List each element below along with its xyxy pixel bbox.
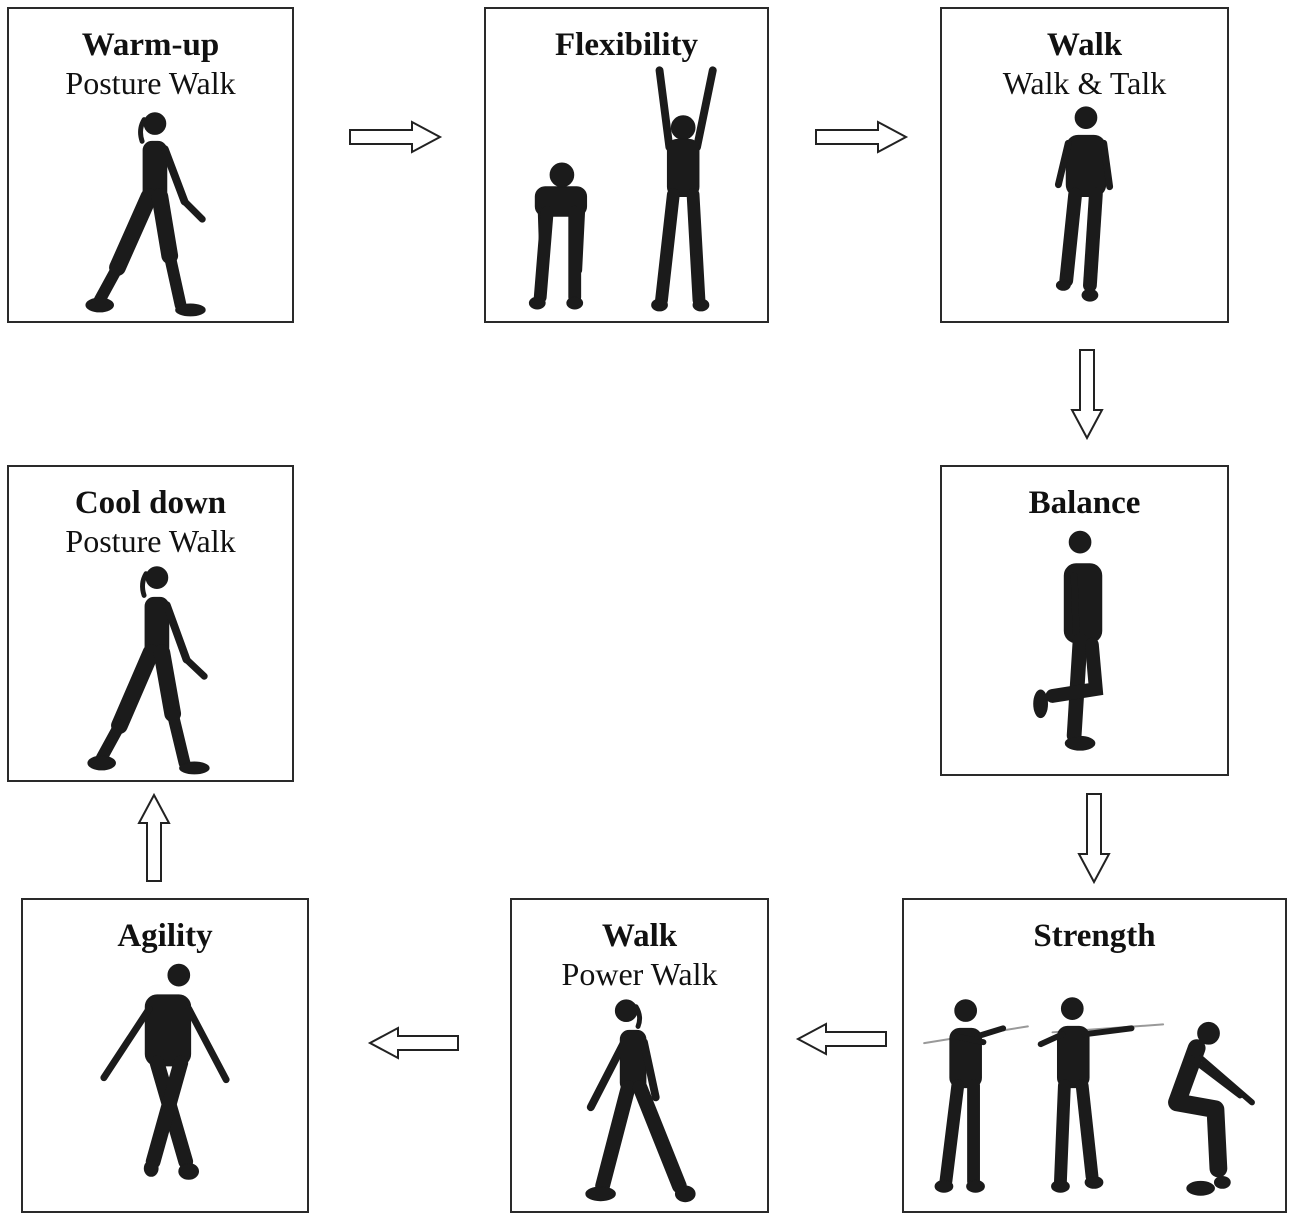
stretching-figures-illustration: [528, 66, 717, 312]
step-card-strength: Strength: [902, 898, 1287, 1213]
walking-figure-illustration: [85, 112, 206, 317]
step-title: Cool down: [74, 485, 227, 521]
step-card-walk-talk: Walk Walk & Talk: [940, 7, 1229, 323]
arrow-up-icon: [137, 792, 171, 882]
step-title: Flexibility: [555, 27, 698, 63]
agility-figure-illustration: [100, 963, 230, 1180]
step-title: Balance: [1028, 485, 1141, 521]
step-card-warmup: Warm-up Posture Walk: [7, 7, 294, 323]
step-card-power-walk: Walk Power Walk: [510, 898, 769, 1213]
power-walk-figure-illustration: [585, 999, 696, 1203]
step-title: Walk: [1046, 27, 1123, 63]
step-card-cooldown: Cool down Posture Walk: [7, 465, 294, 782]
step-card-balance: Balance: [940, 465, 1229, 776]
step-title: Agility: [117, 918, 213, 954]
step-subtitle: Power Walk: [561, 956, 718, 992]
step-subtitle: Walk & Talk: [1002, 65, 1167, 101]
step-title: Strength: [1033, 918, 1156, 954]
arrow-left-icon: [367, 1026, 459, 1060]
arrow-left-icon: [795, 1022, 887, 1056]
arrow-down-icon: [1077, 793, 1111, 885]
step-subtitle: Posture Walk: [65, 65, 236, 101]
step-card-flexibility: Flexibility: [484, 7, 769, 323]
strength-exercise-figures-illustration: [923, 997, 1255, 1196]
one-leg-stand-figure-illustration: [1033, 530, 1104, 751]
step-card-agility: Agility: [21, 898, 309, 1213]
step-subtitle: Posture Walk: [65, 523, 236, 559]
walking-figure-illustration: [87, 566, 210, 775]
arrow-down-icon: [1070, 349, 1104, 441]
step-title: Warm-up: [81, 27, 220, 63]
step-title: Walk: [601, 918, 678, 954]
arrow-right-icon: [349, 120, 443, 154]
arrow-right-icon: [815, 120, 909, 154]
walking-front-figure-illustration: [1054, 106, 1114, 302]
